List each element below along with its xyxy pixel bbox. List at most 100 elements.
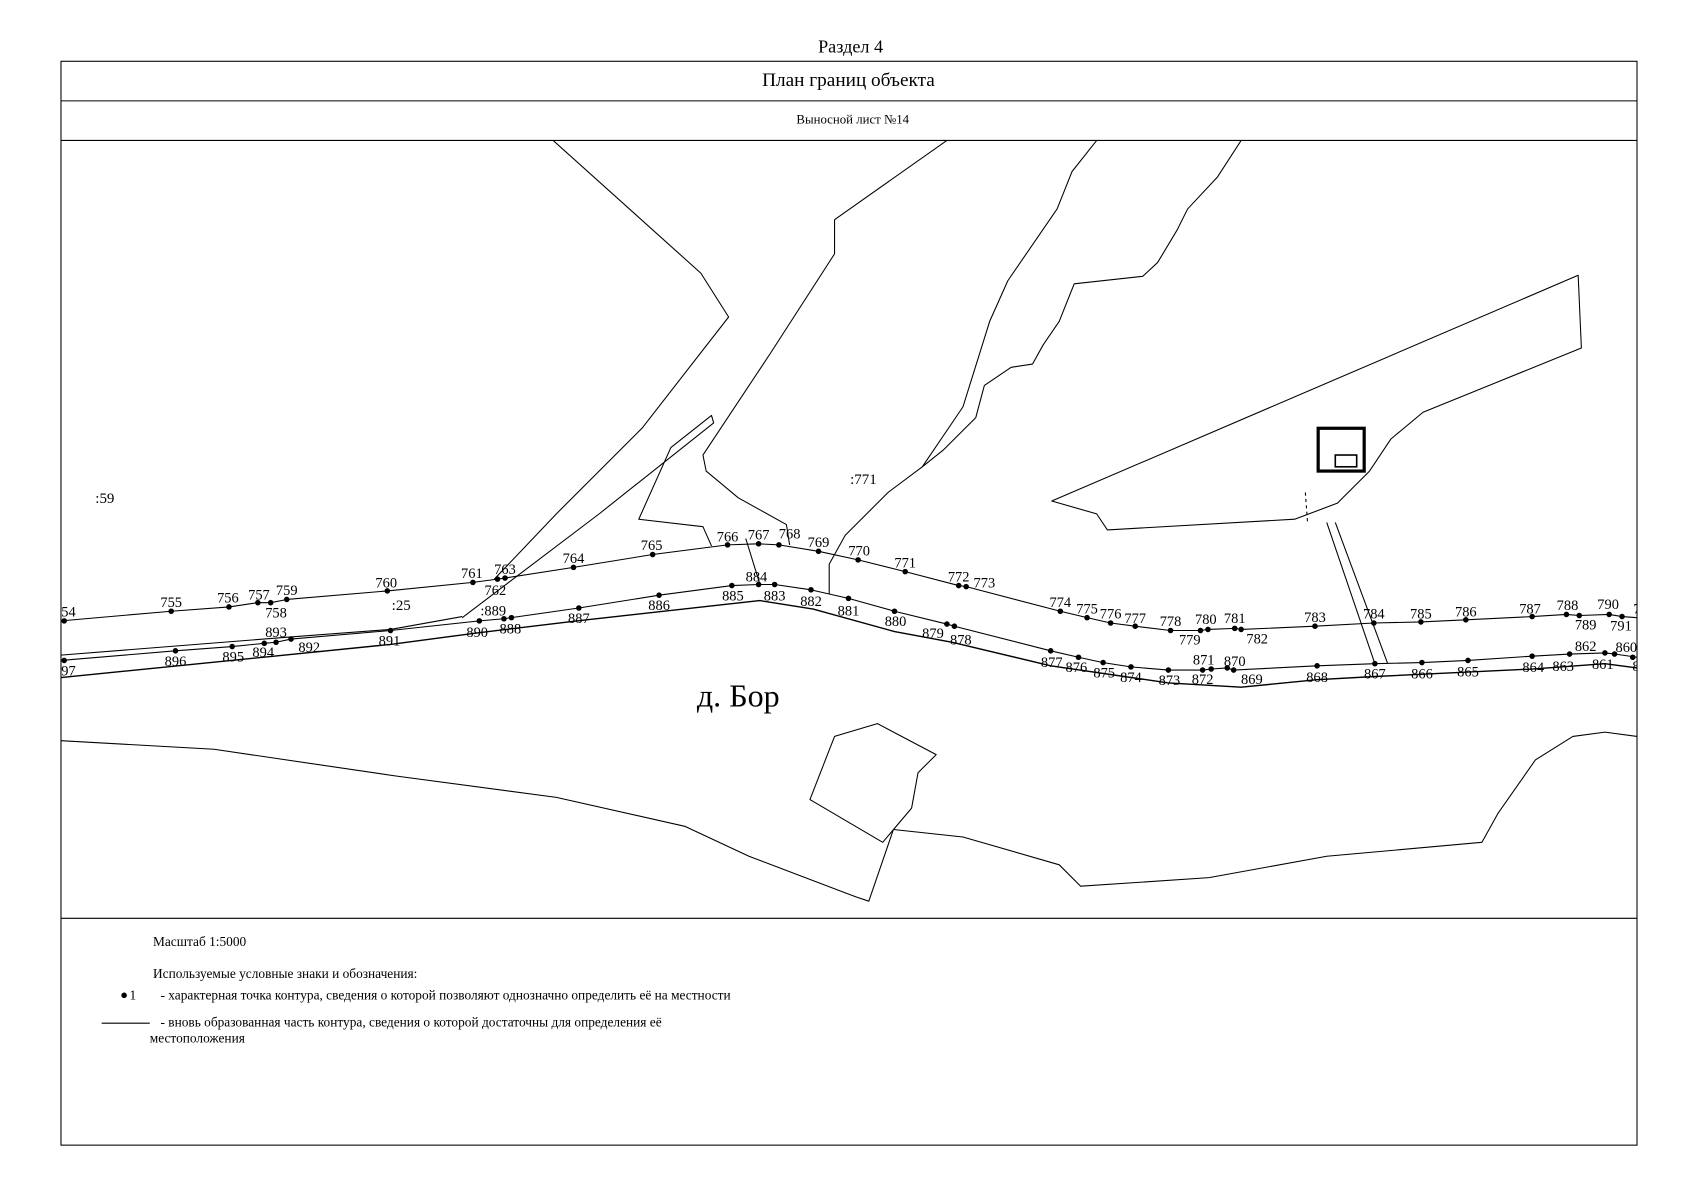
point-label: 883 xyxy=(764,589,786,605)
boundary-point xyxy=(1100,659,1106,666)
point-label: 778 xyxy=(1160,614,1182,630)
point-label: 781 xyxy=(1224,611,1246,627)
point-label: 760 xyxy=(375,576,397,592)
line-symbol-description: - вновь образованная часть контура, свед… xyxy=(160,1014,661,1029)
point-label: 885 xyxy=(722,589,744,605)
point-label: 886 xyxy=(648,598,670,614)
point-label: 770 xyxy=(848,544,870,560)
contour-line xyxy=(745,538,761,584)
point-label: 866 xyxy=(1411,667,1433,683)
boundary-point xyxy=(1629,654,1636,661)
sheet-number: Выносной лист №14 xyxy=(796,112,909,126)
boundary-point xyxy=(891,608,898,615)
point-label: 767 xyxy=(748,528,770,544)
boundary-point xyxy=(283,596,290,603)
boundary-point xyxy=(808,587,814,593)
boundary-point xyxy=(288,636,294,642)
point-label: 884 xyxy=(746,569,768,585)
boundary-point xyxy=(944,621,950,627)
boundary-point xyxy=(649,551,656,558)
point-label: 892 xyxy=(298,640,320,656)
point-label: 869 xyxy=(1241,672,1263,688)
point-label: 890 xyxy=(466,625,488,641)
boundary-point xyxy=(855,557,861,563)
point-label: 790 xyxy=(1597,597,1619,613)
boundary-point xyxy=(470,579,476,586)
point-label: 880 xyxy=(885,614,907,630)
point-label: 762 xyxy=(485,583,507,599)
point-label: 888 xyxy=(500,622,522,638)
point-label: 773 xyxy=(974,576,996,592)
point-label: :889 xyxy=(480,604,506,620)
parcel-label: :25 xyxy=(392,598,411,614)
boundary-point xyxy=(1084,614,1090,621)
boundary-point xyxy=(255,599,261,606)
point-label: 882 xyxy=(800,594,822,610)
contour-line xyxy=(493,140,730,580)
boundary-point xyxy=(771,581,778,588)
boundary-point xyxy=(1107,620,1114,626)
point-label: 868 xyxy=(1306,670,1328,686)
boundary-point xyxy=(1314,663,1320,669)
point-label: 763 xyxy=(494,562,516,578)
boundary-point xyxy=(724,542,731,548)
boundary-point xyxy=(1563,611,1570,618)
plan-title: План границ объекта xyxy=(762,70,935,91)
legend-heading: Используемые условные знаки и обозначени… xyxy=(153,966,417,981)
boundary-point xyxy=(267,599,274,606)
point-label: 871 xyxy=(1193,653,1215,669)
point-label: 772 xyxy=(948,569,970,585)
point-label: 787 xyxy=(1519,601,1541,617)
point-label: 864 xyxy=(1522,660,1544,676)
point-label: 861 xyxy=(1592,657,1614,673)
point-label: 785 xyxy=(1410,607,1432,623)
contour-line xyxy=(60,731,1638,902)
point-label: 780 xyxy=(1195,612,1217,628)
point-label: 755 xyxy=(160,595,182,611)
boundary-point xyxy=(1057,608,1064,615)
point-label: 759 xyxy=(276,583,298,599)
boundary-point xyxy=(1230,667,1237,673)
parcel-label: :771 xyxy=(850,472,877,488)
boundary-point xyxy=(1611,651,1618,657)
boundary-point xyxy=(576,605,582,611)
point-label: 896 xyxy=(165,654,187,670)
point-label: 776 xyxy=(1100,607,1122,623)
point-label: 774 xyxy=(1049,595,1071,611)
boundary-point xyxy=(1529,613,1535,620)
boundary-point xyxy=(755,541,762,547)
dashed-line xyxy=(1304,492,1309,522)
boundary-point xyxy=(902,568,908,575)
boundary-point xyxy=(1132,623,1138,629)
boundary-point xyxy=(1576,612,1583,619)
boundary-point xyxy=(1224,665,1231,671)
point-label: 783 xyxy=(1304,610,1326,626)
contour-polygon xyxy=(1051,274,1582,531)
point-label: 775 xyxy=(1076,601,1098,617)
point-label: 865 xyxy=(1457,665,1479,681)
point-label: 872 xyxy=(1192,672,1214,688)
point-label: 887 xyxy=(568,611,590,627)
point-label: 870 xyxy=(1224,654,1246,670)
point-label: 777 xyxy=(1124,611,1146,627)
point-label: 757 xyxy=(248,587,270,603)
line-symbol-description-cont: местоположения xyxy=(150,1030,245,1045)
boundary-points xyxy=(61,541,1636,673)
scale-text: Масштаб 1:5000 xyxy=(153,934,247,949)
road-edge-line xyxy=(60,599,1638,688)
boundary-point xyxy=(1238,626,1244,633)
boundary-point xyxy=(168,608,174,615)
point-label: 8 xyxy=(1632,659,1639,675)
point-label: 860 xyxy=(1615,640,1637,656)
boundary-point xyxy=(1165,667,1172,673)
contour-line xyxy=(921,140,1242,468)
boundary-point xyxy=(387,627,394,634)
boundary-point xyxy=(1465,657,1471,664)
boundary-point xyxy=(273,639,279,646)
boundary-point xyxy=(1602,650,1608,656)
boundary-point xyxy=(1371,620,1377,626)
point-label: 7 xyxy=(1633,601,1640,617)
boundary-point xyxy=(1231,625,1238,632)
